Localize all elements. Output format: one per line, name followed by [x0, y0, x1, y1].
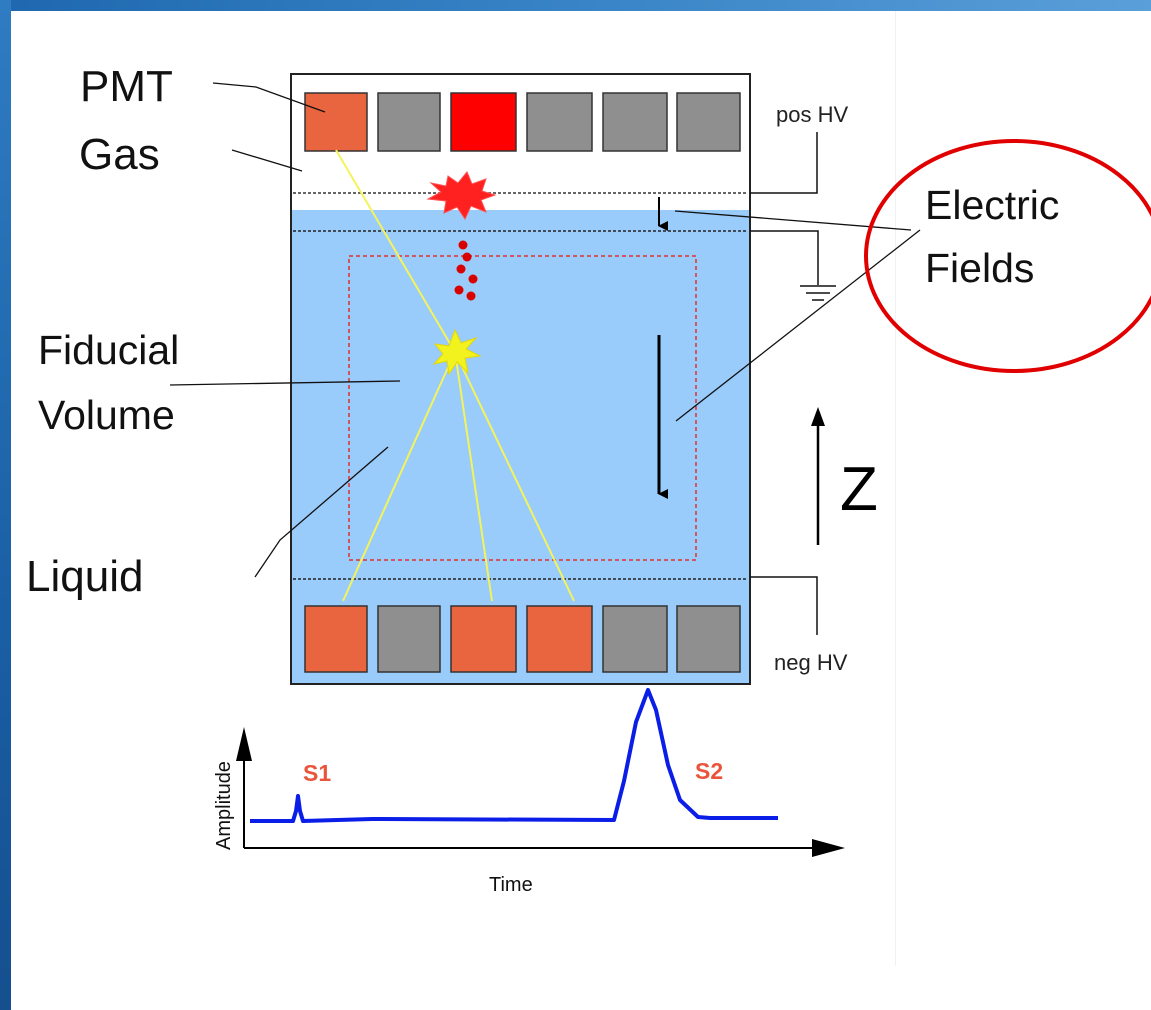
electron — [458, 240, 468, 250]
light-tracks — [335, 149, 575, 602]
electric-fields-highlight-circle — [864, 139, 1151, 373]
pmt-label: PMT — [80, 62, 173, 111]
liquid-region — [291, 210, 750, 684]
pos-hv-label: pos HV — [776, 102, 848, 127]
top-pmt-1 — [304, 92, 368, 152]
top-pmt-5 — [602, 92, 668, 152]
z-axis-label: Z — [840, 455, 878, 524]
slide-frame-left — [0, 0, 11, 1010]
bottom-pmt-1 — [304, 605, 368, 673]
fiducial-label: Fiducial — [38, 327, 179, 373]
electric-label: Electric — [925, 182, 1059, 228]
ground-wire — [750, 230, 819, 285]
top-pmt-array — [304, 92, 741, 152]
gas-leader-line — [231, 149, 303, 172]
s2-label: S2 — [695, 758, 723, 784]
electron — [454, 285, 464, 295]
bottom-pmt-3 — [450, 605, 517, 673]
track-to-bottom-pmt-1 — [342, 351, 456, 602]
top-pmt-2 — [377, 92, 441, 152]
bottom-pmt-4 — [526, 605, 593, 673]
top-pmt-6 — [676, 92, 741, 152]
ground-symbol — [800, 285, 836, 301]
waveform-x-arrowhead — [812, 839, 845, 857]
bottom-pmt-5 — [602, 605, 668, 673]
electron — [466, 291, 476, 301]
s1-label: S1 — [303, 760, 331, 786]
gas-label: Gas — [79, 130, 160, 179]
electron — [462, 252, 472, 262]
volume-label: Volume — [38, 392, 175, 438]
pmt-leader-line — [212, 82, 326, 113]
z-axis-arrowhead — [811, 407, 825, 426]
image-edge — [895, 11, 896, 966]
fiducial-volume-box — [348, 255, 697, 561]
pos-hv-wire — [750, 132, 818, 194]
bottom-pmt-6 — [676, 605, 741, 673]
bottom-pmt-array — [304, 605, 741, 673]
s2-gas-burst — [426, 171, 497, 221]
track-to-bottom-pmt-3 — [454, 351, 493, 602]
waveform-y-arrowhead — [236, 727, 252, 761]
liquid-leader-line — [254, 446, 389, 578]
waveform-plot: S1 S2 Time Amplitude — [213, 688, 845, 896]
waveform-trace — [250, 688, 778, 823]
track-to-bottom-pmt-4 — [454, 351, 575, 602]
slide-frame-top — [0, 0, 1151, 11]
detector-outline — [290, 73, 751, 685]
interaction-flash — [432, 328, 482, 376]
top-pmt-3 — [450, 92, 517, 152]
top-pmt-4 — [526, 92, 593, 152]
track-to-top-pmt — [335, 149, 456, 353]
electron — [468, 274, 478, 284]
fields-label: Fields — [925, 245, 1034, 291]
electric-leader-line-bottom — [675, 229, 921, 422]
neg-hv-label: neg HV — [774, 650, 848, 675]
time-axis-label: Time — [489, 874, 533, 896]
fiducial-leader-line — [169, 380, 401, 386]
liquid-label: Liquid — [26, 552, 143, 601]
neg-hv-wire — [750, 576, 818, 635]
electron — [456, 264, 466, 274]
bottom-pmt-2 — [377, 605, 441, 673]
amplitude-axis-label: Amplitude — [213, 761, 235, 850]
drifting-electrons — [454, 240, 478, 301]
